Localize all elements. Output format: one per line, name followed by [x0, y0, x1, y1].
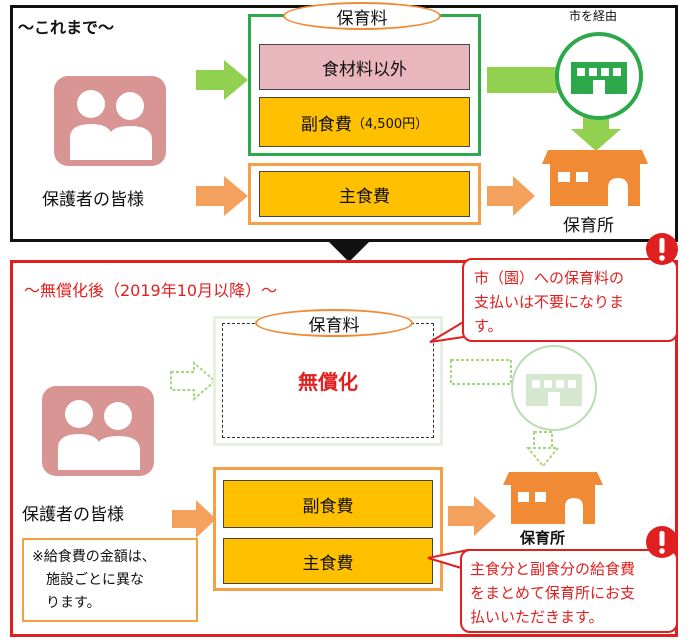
orange-arrow-icon — [196, 176, 248, 216]
faded-city-office-icon — [511, 345, 597, 431]
before-guardians-label: 保護者の皆様 — [42, 190, 144, 210]
free-label: 無償化 — [298, 370, 358, 394]
after-heading: 〜無償化後（2019年10月以降）〜 — [24, 281, 278, 300]
city-office-icon — [555, 32, 643, 120]
alert-icon — [646, 233, 678, 265]
staple-label-after: 主食費 — [302, 553, 354, 574]
after-guardians-label: 保護者の皆様 — [22, 505, 124, 525]
food-frame-after — [213, 467, 443, 591]
callout-note-1: 市（園）への保育料の 支払いは不要になりま す。 — [462, 258, 678, 342]
dotted-arrow-icon — [170, 360, 217, 402]
non-food-box: 食材料以外 — [259, 44, 470, 90]
staple-box-after: 主食費 — [223, 538, 433, 584]
guardians-icon — [54, 76, 166, 166]
side-dish-label-after: 副食費 — [302, 496, 354, 517]
alert-icon-2 — [646, 526, 678, 558]
nursery-label-before: 保育所 — [563, 216, 614, 236]
orange-arrow-after-icon — [172, 500, 216, 538]
nursery-building-icon — [542, 150, 648, 206]
before-heading: 〜これまで〜 — [18, 18, 115, 37]
footnote-line-1: ※給食費の金額は、 — [32, 549, 156, 565]
footnote-line-3: ります。 — [46, 595, 101, 611]
note1-line-1: 市（園）への保育料の — [474, 269, 625, 287]
staple-box-before: 主食費 — [259, 171, 470, 217]
down-arrow-icon — [327, 240, 371, 262]
note2-line-1: 主食分と副食分の給食費 — [470, 560, 636, 578]
side-dish-box-before: 副食費 （4,500円） — [259, 97, 470, 147]
side-dish-amount: （4,500円） — [351, 116, 429, 132]
fee-label-after: 保育料 — [308, 315, 360, 336]
guardians-icon-after — [42, 386, 154, 476]
non-food-label: 食材料以外 — [322, 59, 407, 80]
side-dish-box-after: 副食費 — [223, 480, 433, 528]
note1-line-3: す。 — [474, 317, 503, 335]
staple-frame-before — [248, 163, 481, 225]
via-city-label: 市を経由 — [569, 9, 618, 23]
fee-label-before: 保育料 — [336, 8, 388, 29]
footnote-box: ※給食費の金額は、 施設ごとに異な ります。 — [22, 538, 198, 622]
note2-line-3: 払いいただきます。 — [470, 608, 604, 626]
note1-line-2: 支払いは不要になりま — [474, 293, 625, 311]
nursery-label-after: 保育所 — [520, 529, 566, 547]
green-arrow-icon — [196, 60, 248, 100]
free-box: 無償化 — [222, 323, 434, 438]
fee-label-oval-before: 保育料 — [283, 2, 441, 30]
footnote-line-2: 施設ごとに異な — [46, 572, 144, 588]
staple-label-before: 主食費 — [339, 186, 390, 207]
nursery-building-after-icon — [503, 472, 603, 524]
side-dish-label-before: 副食費 — [300, 114, 352, 135]
faded-path-icon — [450, 359, 561, 468]
after-section — [10, 260, 678, 637]
orange-arrow-right-after-icon — [448, 496, 496, 536]
fee-label-oval-after: 保育料 — [255, 309, 413, 337]
callout-note-2: 主食分と副食分の給食費 をまとめて保育所にお支 払いいただきます。 — [460, 549, 678, 633]
orange-arrow-right-icon — [487, 176, 535, 216]
note2-line-2: をまとめて保育所にお支 — [470, 584, 636, 602]
